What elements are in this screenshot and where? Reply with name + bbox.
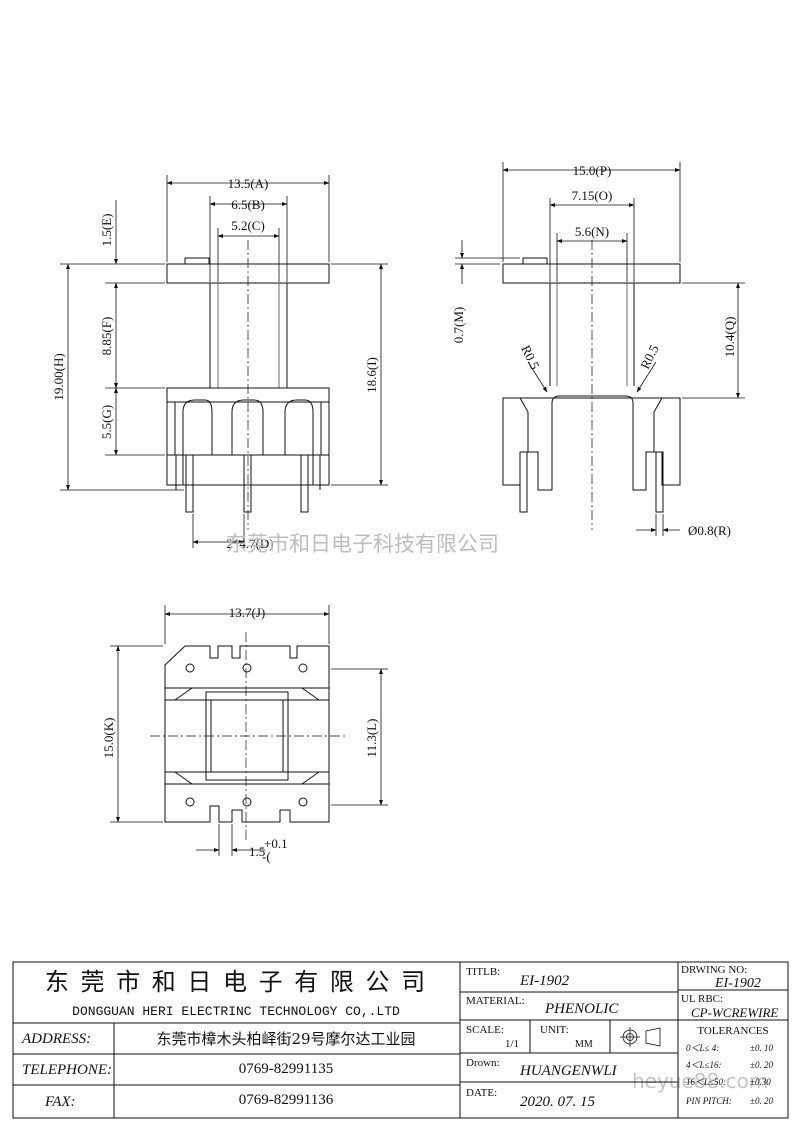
dim-q: 10.4(Q)	[722, 317, 737, 358]
dim-slot-tol-minus: -(	[262, 849, 271, 864]
address-label: ADDRESS:	[21, 1031, 91, 1047]
front-pin-3	[300, 454, 309, 513]
ul-label: UL RBC:	[681, 993, 723, 1005]
tolerance-range-3: 16＜L≤50:	[686, 1077, 726, 1087]
front-view	[166, 240, 330, 530]
scale-label: SCALE:	[466, 1024, 504, 1036]
dim-n: 5.6(N)	[575, 224, 609, 239]
dim-a: 13.5(A)	[228, 176, 269, 191]
dim-slot-tol-plus: +0.1	[264, 836, 288, 851]
dim-r-right: R0.5	[637, 342, 661, 371]
dim-o: 7.15(O)	[572, 188, 613, 203]
side-pin-left	[519, 451, 528, 513]
dim-m: 0.7(M)	[451, 307, 466, 343]
title-value: EI-1902	[519, 973, 570, 989]
material-label: MATERIAL:	[466, 995, 525, 1007]
dim-d: 2*4.7(D)	[226, 536, 273, 551]
bottom-outline	[164, 645, 330, 823]
side-base	[502, 395, 681, 491]
date-value: 2020. 07. 15	[520, 1094, 596, 1110]
side-pin-right	[655, 451, 664, 513]
tolerances-title: TOLERANCES	[697, 1025, 768, 1037]
dim-r-left: R0.5	[518, 343, 542, 372]
dim-l: 11.3(L)	[364, 719, 379, 758]
front-pin-2	[243, 454, 252, 513]
bottom-view	[150, 632, 345, 840]
date-label: DATE:	[466, 1087, 497, 1099]
bottom-hole-6	[298, 797, 308, 807]
side-top-flange	[502, 263, 681, 284]
tolerance-value-4: ±0. 20	[750, 1096, 773, 1106]
company-name-cn: 东 莞 市 和 日 电 子 有 限 公 司	[45, 968, 427, 996]
drawing-no-value: EI-1902	[714, 976, 761, 991]
dim-r-pin: Ø0.8(R)	[688, 523, 731, 538]
front-flange-nub	[184, 257, 210, 265]
tolerance-range-2: 4＜L≤16:	[686, 1060, 721, 1070]
bottom-hole-2	[242, 663, 252, 673]
fax-label: FAX:	[44, 1094, 76, 1110]
dim-k: 15.0(K)	[101, 718, 116, 759]
dim-b: 6.5(B)	[231, 197, 265, 212]
projection-symbol-icon	[620, 1027, 661, 1047]
dim-slot: 1.5	[249, 844, 265, 859]
unit-label: UNIT:	[540, 1024, 569, 1036]
bottom-hole-3	[298, 663, 308, 673]
dim-c: 5.2(C)	[231, 218, 265, 233]
front-dimensions	[60, 175, 388, 548]
side-flange-nub	[522, 257, 548, 265]
ul-value: CP-WCREWIRE	[691, 1005, 778, 1020]
dim-p: 15.0(P)	[573, 163, 612, 178]
fax-value: 0769-82991136	[239, 1092, 334, 1108]
dim-g: 5.5(G)	[99, 405, 114, 439]
drawing-no-label: DRWING NO:	[681, 964, 747, 976]
side-dimensions	[455, 162, 745, 536]
title-block-grid	[12, 961, 789, 1119]
bottom-hole-4	[185, 797, 195, 807]
dim-e: 1.5(E)	[99, 214, 114, 247]
tolerance-range-4: PIN PITCH:	[685, 1096, 732, 1106]
unit-value: MM	[575, 1039, 593, 1050]
bottom-dimensions	[110, 605, 388, 856]
tolerance-value-1: ±0. 10	[750, 1043, 773, 1053]
telephone-value: 0769-82991135	[239, 1061, 333, 1077]
drawn-label: Drown:	[466, 1057, 500, 1069]
drawn-value: HUANGENWLI	[519, 1063, 618, 1079]
company-name-en: DONGGUAN HERI ELECTRINC TECHNOLOGY CO,.L…	[72, 1004, 400, 1019]
bottom-hole-1	[185, 663, 195, 673]
tolerance-value-2: ±0. 20	[750, 1060, 773, 1070]
scale-value: 1/1	[505, 1038, 519, 1050]
watermark-company: 东莞市和日电子科技有限公司	[226, 532, 499, 556]
bottom-hole-5	[242, 797, 252, 807]
dim-i: 18.6(I)	[364, 357, 379, 393]
dim-h: 19.00(H)	[51, 353, 66, 400]
side-view	[502, 240, 681, 530]
dim-f: 8.85(F)	[99, 317, 114, 356]
address-value: 东莞市樟木头柏峄街29号摩尔达工业园	[156, 1030, 415, 1048]
title-label: TITLB:	[466, 966, 500, 978]
front-pin-1	[185, 454, 194, 513]
tolerance-value-3: ±0.30	[750, 1077, 771, 1087]
watermark-site: heyue88.com	[632, 1069, 768, 1093]
tolerance-range-1: 0＜L≤ 4:	[686, 1043, 719, 1053]
telephone-label: TELEPHONE:	[22, 1062, 112, 1078]
material-value: PHENOLIC	[544, 1001, 619, 1017]
dim-j: 13.7(J)	[229, 605, 265, 620]
